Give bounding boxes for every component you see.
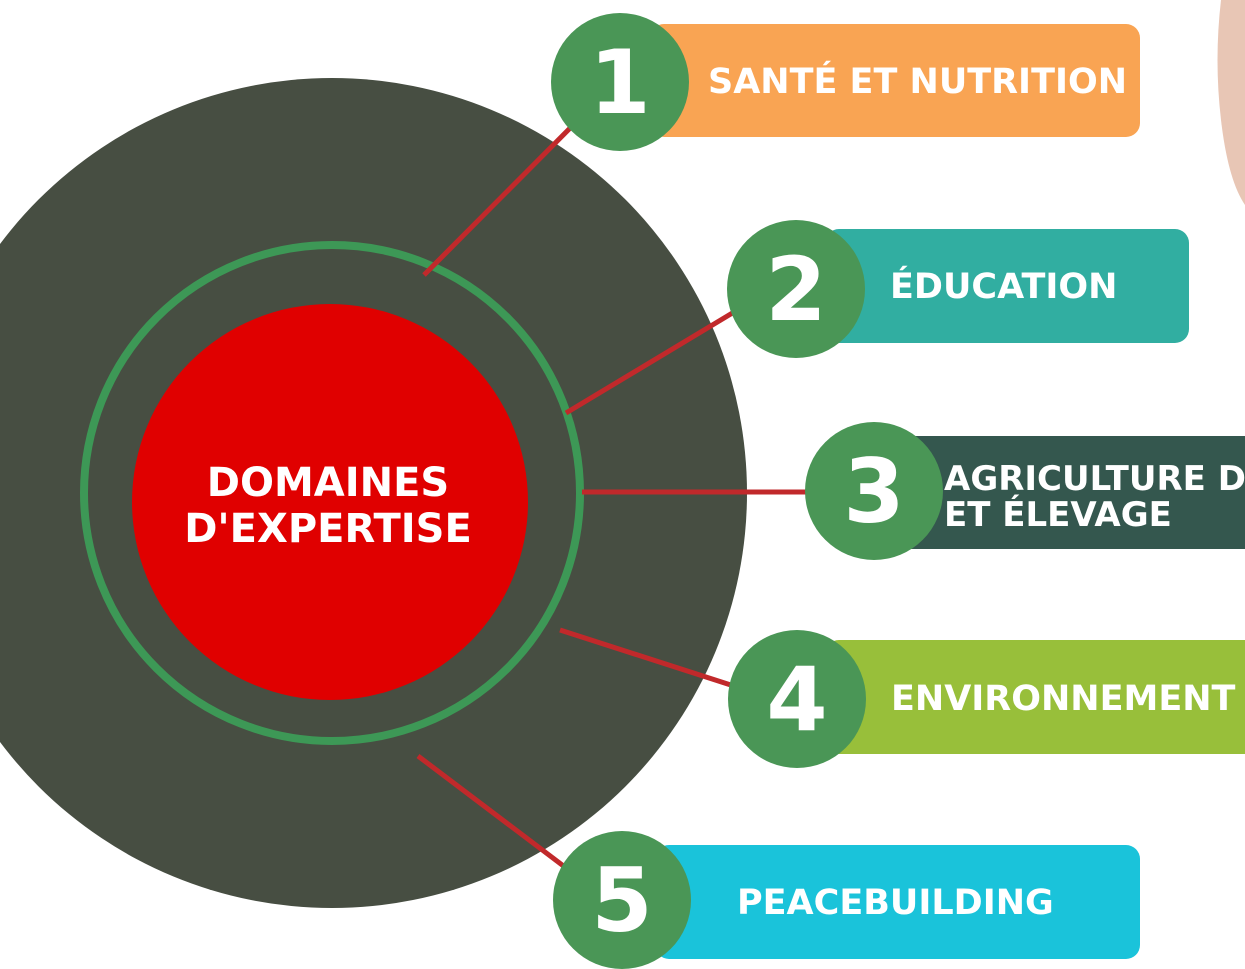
number-badge-text-1: 1 [589,31,650,134]
number-badge-5 [553,831,691,969]
number-badge-text-5: 5 [591,849,652,952]
number-badge-text-3: 3 [843,440,904,543]
domain-label-4: ENVIRONNEMENT [891,679,1236,719]
number-badge-3 [805,422,943,560]
number-badge-4 [728,630,866,768]
domain-item-1: SANTÉ ET NUTRITION 1 [551,13,1140,151]
connector-1 [422,98,600,277]
domain-label-2: ÉDUCATION [890,265,1117,307]
connector-5 [416,754,584,882]
inner-ring [80,241,584,745]
domain-label-5: PEACEBUILDING [737,883,1054,923]
domain-item-4: ENVIRONNEMENT 4 [728,630,1245,768]
domain-label-box-1 [650,24,1140,137]
domain-label-box-2 [825,229,1189,343]
number-badge-1 [551,13,689,151]
center-title-line1: DOMAINES [207,460,449,506]
domain-label-box-5 [655,845,1140,959]
domain-label-box-4 [825,640,1245,754]
domain-label-3-line2: ET ÉLEVAGE [944,494,1172,535]
domain-item-2: ÉDUCATION 2 [727,220,1189,358]
number-badge-2 [727,220,865,358]
domain-label-3-line1: AGRICULTURE D [944,459,1245,499]
domain-item-3: AGRICULTURE D ET ÉLEVAGE 3 [805,422,1245,560]
domain-label-1: SANTÉ ET NUTRITION [708,60,1127,102]
center-disc [132,304,528,700]
domain-item-5: PEACEBUILDING 5 [553,831,1140,969]
center-title-line2: D'EXPERTISE [184,506,472,552]
connector-2 [564,297,756,416]
domain-label-box-3 [910,436,1245,549]
connectors [416,98,820,882]
number-badge-text-2: 2 [765,238,826,341]
photo-fragment [1217,0,1245,205]
number-badge-text-4: 4 [766,648,827,751]
